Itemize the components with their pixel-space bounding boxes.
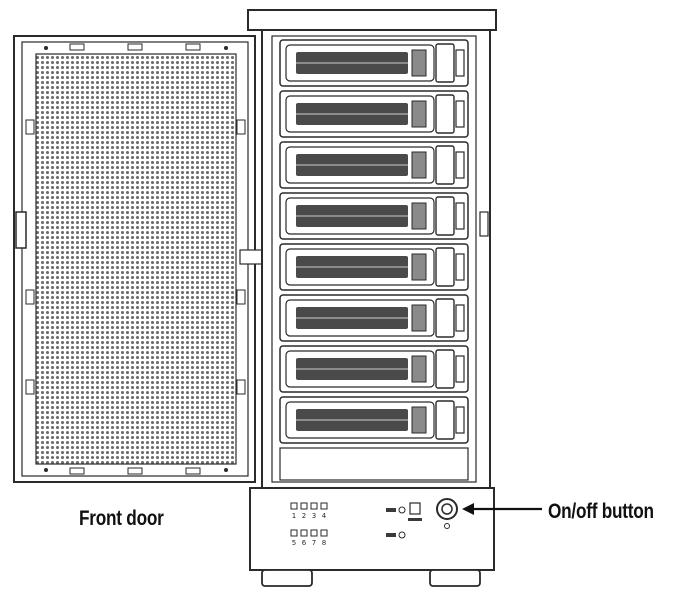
drive-tray[interactable] <box>279 39 469 87</box>
callout-arrow <box>462 503 542 515</box>
tray-handle <box>435 94 455 134</box>
front-door <box>13 35 271 483</box>
tray-handle <box>435 145 455 185</box>
drive-tray[interactable] <box>279 90 469 138</box>
door-mesh-panel <box>35 53 237 465</box>
drive-led-number: 6 <box>302 539 307 547</box>
drive-led-number: 5 <box>292 539 296 547</box>
foot-right <box>429 569 481 587</box>
drive-led <box>300 529 308 537</box>
tray-handle <box>435 298 455 338</box>
drive-led <box>320 529 328 537</box>
empty-bay <box>279 447 469 481</box>
drive-tray[interactable] <box>279 345 469 393</box>
drive-tray[interactable] <box>279 243 469 291</box>
drive-led <box>320 502 328 510</box>
tray-handle <box>435 196 455 236</box>
drive-led-number: 8 <box>322 539 326 547</box>
tray-handle <box>435 400 455 440</box>
front-door-label: Front door <box>79 507 164 530</box>
drive-tray[interactable] <box>279 192 469 240</box>
drive-tray[interactable] <box>279 294 469 342</box>
drive-led-number: 2 <box>302 512 306 520</box>
status-indicators <box>386 502 422 539</box>
drive-led-number: 1 <box>292 512 296 520</box>
drive-led <box>310 502 318 510</box>
drive-led <box>290 502 298 510</box>
drive-led <box>310 529 318 537</box>
drive-tray[interactable] <box>279 141 469 189</box>
drive-led <box>300 502 308 510</box>
tray-handle <box>435 43 455 83</box>
drive-tray[interactable] <box>279 396 469 444</box>
door-latch <box>15 211 27 249</box>
drive-led-number: 4 <box>322 512 327 520</box>
tray-handle <box>435 247 455 287</box>
power-button-icon[interactable] <box>436 498 458 529</box>
drive-led-number: 7 <box>312 539 316 547</box>
drive-led <box>290 529 298 537</box>
tray-handle <box>435 349 455 389</box>
foot-left <box>261 569 313 587</box>
drive-bays <box>279 39 469 444</box>
drive-led-number: 3 <box>312 512 316 520</box>
on-off-button-label: On/off button <box>548 500 654 523</box>
